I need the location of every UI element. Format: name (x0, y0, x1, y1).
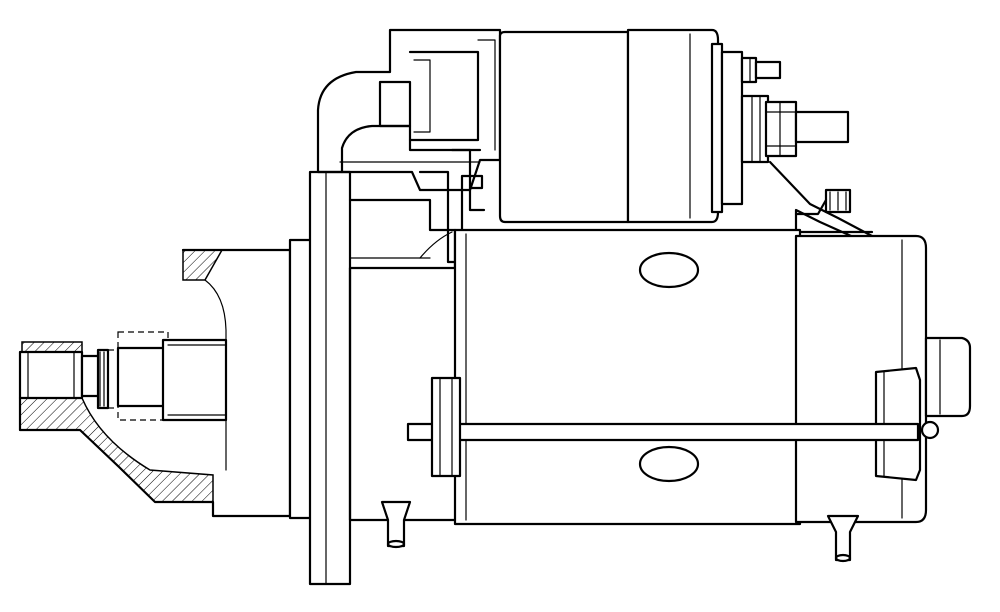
through-bolt (406, 376, 920, 478)
terminal-strap (768, 160, 874, 242)
motor-yoke (453, 228, 802, 526)
solenoid (498, 28, 744, 224)
lever-housing (316, 28, 502, 264)
pinion-gear (18, 331, 228, 422)
mounting-flange (288, 170, 457, 586)
terminal-studs (740, 56, 850, 164)
mounting-feet (380, 500, 860, 563)
drive-end-housing (18, 248, 292, 518)
commutator-end-cap (794, 234, 972, 524)
